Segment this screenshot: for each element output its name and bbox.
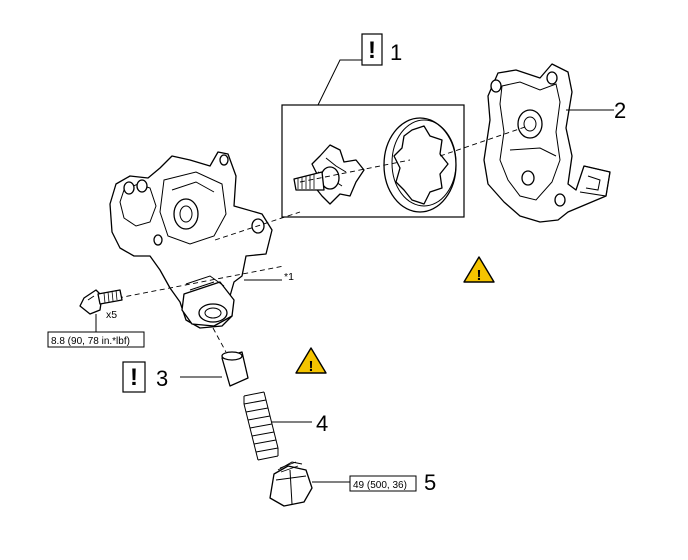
bolt-torque-box [47,331,145,348]
caution-mark-middle: ! [309,358,314,375]
important-notice-icon-3 [122,361,146,393]
caution-mark-right: ! [477,267,482,284]
plug-torque-box [349,475,417,492]
bolt-torque-spec: 8.8 (90, 78 in.*lbf) [51,336,130,347]
spring [243,391,279,461]
important-mark-1: ! [368,37,376,64]
plug [269,461,313,507]
star1-label: *1 [284,271,294,283]
driven-rotor [383,117,457,213]
callout-4: 4 [316,411,328,436]
pump-body [109,151,273,329]
caution-icon-right: ! [463,256,495,284]
callout-5: 5 [424,470,436,495]
relief-valve [221,351,249,387]
plug-torque-spec: 49 (500, 36) [353,480,407,491]
rotor-inset [281,104,465,218]
callout-1: 1 [390,40,402,65]
important-mark-3: ! [130,364,138,391]
caution-icon-middle: ! [295,347,327,375]
callout-2: 2 [614,98,626,123]
important-notice-icon-1 [361,33,383,66]
callout-3: 3 [156,366,168,391]
pump-cover [483,63,611,223]
bolt [79,289,123,315]
bolt-qty-label: x5 [106,309,117,321]
